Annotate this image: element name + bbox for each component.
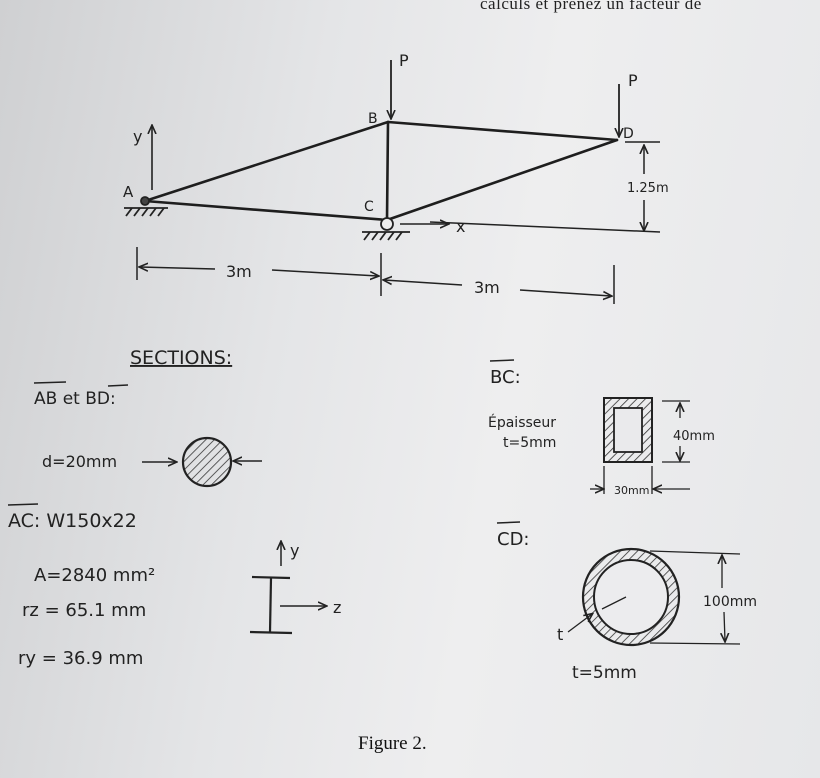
span-dimension bbox=[136, 247, 615, 304]
header-text: calculs et prenez un facteur de bbox=[480, 0, 702, 13]
member-bd bbox=[386, 120, 619, 142]
cd-label: CD: bbox=[497, 529, 530, 550]
axis-x-label: x bbox=[456, 217, 465, 236]
load-label-d: P bbox=[628, 71, 638, 90]
overline-bd bbox=[107, 384, 129, 387]
bc-width-label: 30mm bbox=[614, 484, 649, 497]
span-right-label: 3m bbox=[474, 278, 500, 297]
bc-label: BC: bbox=[490, 367, 521, 388]
circular-tube-section bbox=[581, 547, 681, 647]
ab-bd-diameter: d=20mm bbox=[42, 452, 117, 471]
overline-bc bbox=[489, 359, 515, 362]
axis-y-label: y bbox=[133, 127, 142, 146]
span-left-label: 3m bbox=[226, 262, 252, 281]
height-dimension bbox=[429, 141, 661, 233]
support-c bbox=[362, 217, 410, 241]
overline-ab bbox=[33, 381, 67, 384]
ac-ry: ry = 36.9 mm bbox=[18, 648, 143, 669]
i-beam-section bbox=[249, 575, 293, 635]
load-label-b: P bbox=[399, 51, 409, 70]
cd-diameter-label: 100mm bbox=[703, 594, 757, 610]
ibeam-z-label: z bbox=[333, 598, 341, 617]
ibeam-y-label: y bbox=[290, 541, 299, 560]
node-label-d: D bbox=[623, 126, 634, 142]
overline-cd bbox=[496, 521, 521, 524]
cd-t-arrow bbox=[567, 614, 592, 633]
support-a bbox=[124, 196, 168, 217]
truss bbox=[143, 120, 619, 222]
member-bc bbox=[385, 120, 390, 222]
ac-rz: rz = 65.1 mm bbox=[22, 600, 146, 621]
cd-thickness: t=5mm bbox=[572, 663, 637, 683]
bc-thickness-label: Épaisseur bbox=[488, 414, 556, 431]
member-ab bbox=[143, 120, 390, 203]
solid-round-section bbox=[181, 436, 233, 488]
sections-title: SECTIONS: bbox=[130, 347, 232, 369]
ab-bd-label: AB et BD: bbox=[34, 389, 116, 409]
member-cd bbox=[385, 138, 619, 222]
cd-dia-arrow-down bbox=[724, 611, 725, 641]
height-label: 1.25m bbox=[627, 181, 669, 196]
node-label-a: A bbox=[123, 183, 134, 201]
node-label-b: B bbox=[368, 111, 378, 127]
figure-caption: Figure 2. bbox=[358, 733, 427, 754]
rect-tube-section bbox=[603, 397, 653, 463]
ac-label: AC: W150x22 bbox=[8, 510, 137, 532]
node-label-c: C bbox=[364, 199, 374, 215]
overline-ac bbox=[7, 503, 39, 506]
member-ac bbox=[143, 199, 389, 222]
bc-thickness: t=5mm bbox=[503, 435, 556, 451]
ac-area: A=2840 mm² bbox=[34, 565, 155, 586]
cd-t-marker: t bbox=[557, 625, 563, 644]
bc-height-label: 40mm bbox=[673, 429, 715, 444]
